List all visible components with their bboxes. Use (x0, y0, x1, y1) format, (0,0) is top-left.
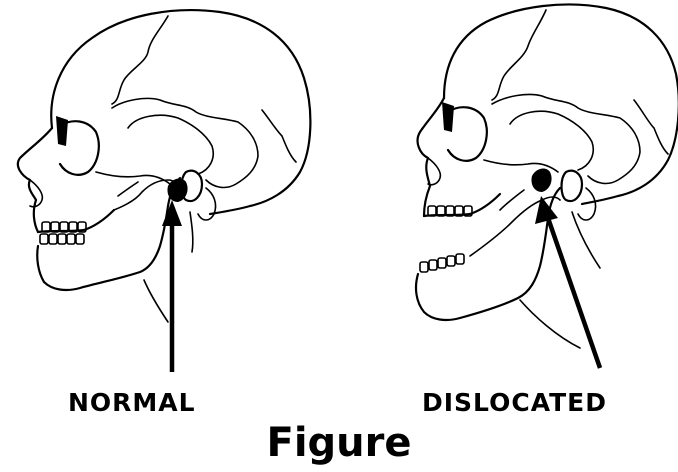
normal-forehead-mark (56, 116, 68, 146)
dislocated-coronal-suture (492, 10, 546, 100)
normal-temporal-inner (128, 115, 213, 174)
normal-neck-front (144, 280, 168, 322)
dislocated-orbit (448, 107, 487, 161)
dislocated-neck-front (520, 300, 580, 348)
skull-illustration (0, 0, 678, 390)
dislocated-face-outline (418, 98, 444, 216)
dislocated-nasal (428, 158, 440, 185)
normal-lower-teeth (40, 234, 84, 244)
dislocated-temporal-outline (492, 94, 640, 183)
dislocated-arrow-head (535, 196, 558, 224)
normal-lambdoid-suture (262, 110, 296, 162)
dislocated-coronoid (500, 190, 524, 210)
dislocated-condyle (531, 169, 551, 192)
dislocated-forehead-mark (442, 102, 454, 132)
normal-arrow (162, 200, 182, 372)
normal-neck-back (190, 212, 193, 252)
dislocated-lower-teeth (420, 254, 464, 272)
normal-coronal-suture (112, 16, 168, 104)
dislocated-label: DISLOCATED (422, 388, 607, 417)
dislocated-ear-canal (562, 171, 583, 201)
dislocated-skull (416, 4, 678, 348)
dislocated-cranium-outline (444, 4, 678, 204)
figure-caption: Figure (0, 420, 678, 466)
dislocated-arrow (535, 196, 600, 368)
normal-zygomatic-arch (96, 172, 170, 184)
normal-arrow-head (162, 200, 182, 226)
normal-skull (18, 10, 310, 322)
normal-coronoid (118, 182, 138, 196)
normal-face-outline (18, 128, 52, 232)
normal-label: NORMAL (68, 388, 196, 417)
dislocated-temporal-inner (510, 111, 593, 170)
